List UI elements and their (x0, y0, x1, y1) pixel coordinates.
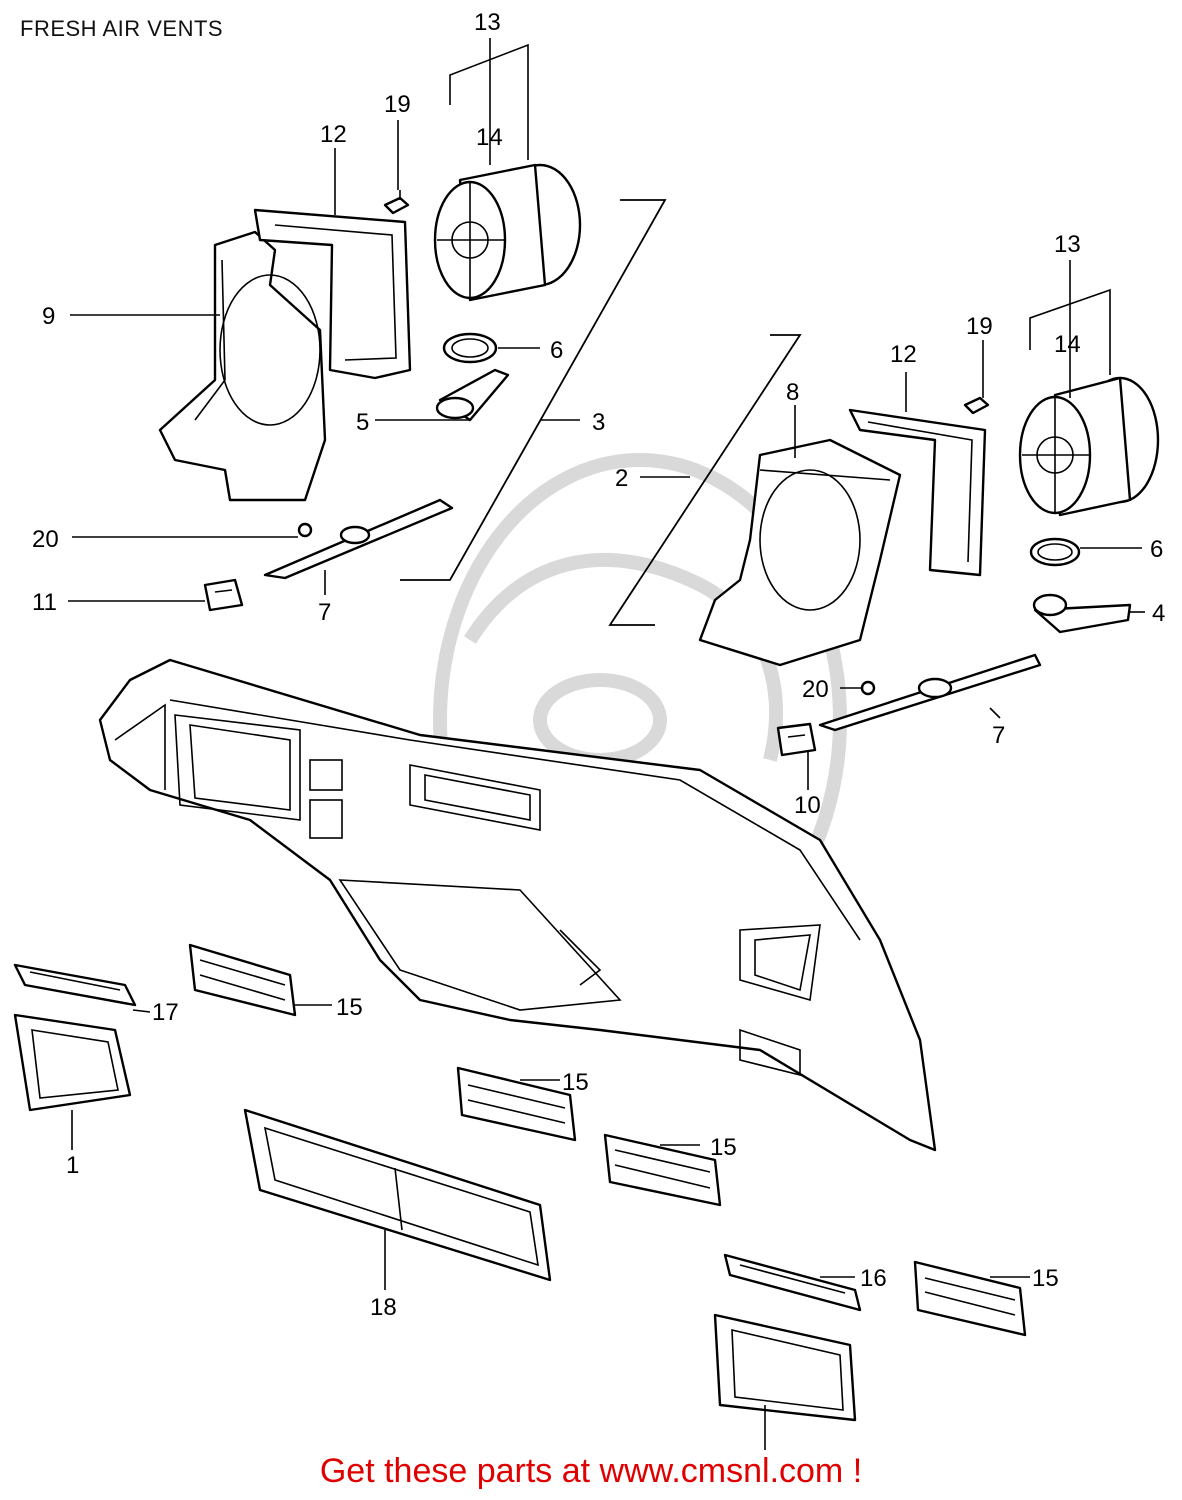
bolt-19-right (963, 396, 990, 415)
callout-14-right: 14 (1054, 331, 1081, 358)
callout-12-left: 12 (320, 121, 347, 148)
callout-13-left: 13 (474, 9, 501, 36)
center-vent-frame-18 (243, 1108, 552, 1282)
callout-17: 17 (152, 999, 179, 1026)
knob-4-right (1032, 593, 1132, 634)
assembly-bracket-2 (608, 334, 802, 626)
callout-9: 9 (42, 303, 55, 330)
vent-grille-17 (13, 963, 137, 1007)
callout-15-a: 15 (336, 994, 363, 1021)
callout-1: 1 (66, 1152, 79, 1179)
vent-bezel-1 (13, 1013, 132, 1112)
callout-6-left: 6 (550, 337, 563, 364)
clip-20-left (297, 522, 313, 538)
callout-18: 18 (370, 1294, 397, 1321)
lever-7-right (818, 653, 1042, 732)
callout-8: 8 (786, 379, 799, 406)
duct-9-left (158, 230, 327, 502)
ring-6-right (1029, 537, 1081, 567)
vent-15-a (188, 943, 297, 1017)
callout-2: 2 (615, 465, 628, 492)
vent-15-c (603, 1133, 722, 1207)
bolt-19-left (383, 190, 410, 215)
callout-15-b: 15 (562, 1069, 589, 1096)
lever-7-left (263, 498, 454, 580)
callout-20-left: 20 (32, 526, 59, 553)
callout-15-c: 15 (710, 1134, 737, 1161)
callout-11: 11 (32, 589, 57, 616)
callout-10: 10 (794, 792, 821, 819)
callout-5: 5 (356, 409, 369, 436)
callout-6-right: 6 (1150, 536, 1163, 563)
clip-10 (776, 722, 817, 757)
vent-grille-16 (723, 1253, 862, 1312)
clip-11 (203, 578, 244, 612)
cmsnl-link[interactable]: Get these parts at www.cmsnl.com ! (319, 1452, 863, 1490)
callout-13-right: 13 (1054, 231, 1081, 258)
callout-19-right: 19 (966, 313, 993, 340)
callout-16: 16 (860, 1265, 887, 1292)
callout-19-left: 19 (384, 91, 411, 118)
vent-bezel-1-right (713, 1313, 857, 1422)
callout-4: 4 (1152, 600, 1165, 627)
vent-housing-13-left (433, 163, 582, 302)
callout-12-right: 12 (890, 341, 917, 368)
vent-15-b (456, 1066, 577, 1142)
callout-14-left: 14 (476, 124, 503, 151)
duct-8-right (698, 438, 902, 667)
gasket-12-left (253, 208, 412, 380)
vent-15-d (913, 1260, 1027, 1337)
leader-lines (68, 38, 1145, 1450)
callout-7-left: 7 (318, 599, 331, 626)
dashboard-panel (98, 658, 937, 1152)
knob-5-left (435, 368, 510, 422)
ring-6-left (442, 332, 498, 364)
assembly-bracket-3 (400, 199, 667, 581)
callout-20-right: 20 (802, 676, 829, 703)
footer-banner: Get these parts at www.cmsnl.com ! (0, 1452, 1182, 1491)
callout-7-right: 7 (992, 722, 1005, 749)
gasket-12-right (848, 408, 987, 577)
diagram-title: FRESH AIR VENTS (20, 16, 224, 41)
vent-housing-13-right (1018, 376, 1160, 517)
clip-20-right (860, 680, 876, 696)
callout-15-d: 15 (1032, 1265, 1059, 1292)
callout-labels: 13 14 19 12 9 6 5 3 20 7 11 13 14 19 12 … (32, 9, 1165, 1321)
callout-3: 3 (592, 409, 605, 436)
